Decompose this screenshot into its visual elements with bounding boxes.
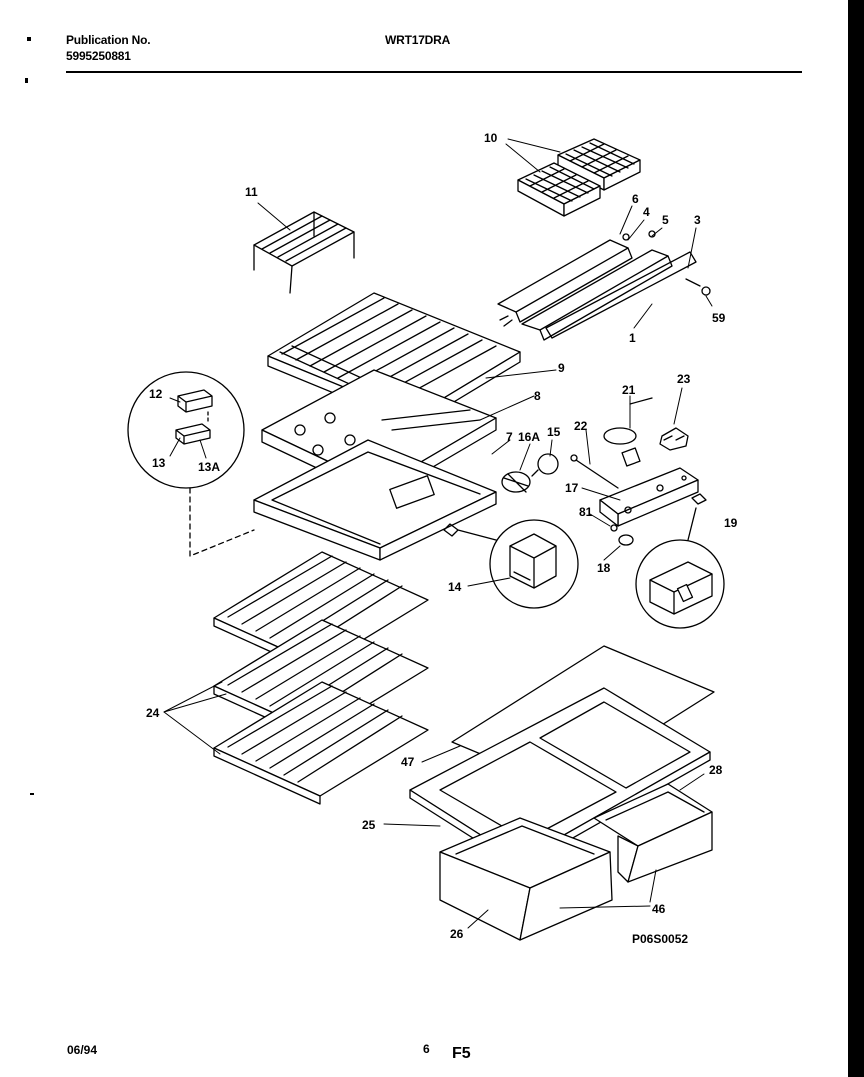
control-housing — [599, 467, 699, 527]
header-rule — [66, 71, 802, 73]
callout-21: 21 — [622, 383, 636, 397]
callout-22: 22 — [574, 419, 588, 433]
detail-circle-damper — [443, 519, 579, 609]
callout-8: 8 — [534, 389, 541, 403]
light-bulb — [531, 453, 559, 477]
crisper-drawer-right — [593, 783, 713, 883]
callout-13a: 13A — [198, 460, 220, 474]
callout-15: 15 — [547, 425, 561, 439]
callout-13: 13 — [152, 456, 166, 470]
shelf-rail-assembly — [497, 230, 711, 341]
callout-18: 18 — [597, 561, 611, 575]
callout-7: 7 — [506, 430, 513, 444]
scan-mark — [27, 37, 31, 41]
callout-24: 24 — [146, 706, 160, 720]
thermostat — [659, 427, 689, 451]
callout-1: 1 — [629, 331, 636, 345]
detail-circle-shelf-supports — [127, 371, 255, 557]
light-socket — [501, 471, 531, 493]
callout-6: 6 — [632, 192, 639, 206]
callout-16a: 16A — [518, 430, 540, 444]
callout-9: 9 — [558, 361, 565, 375]
switch-clip — [691, 493, 707, 505]
callout-26: 26 — [450, 927, 464, 941]
callout-17: 17 — [565, 481, 579, 495]
scan-mark — [25, 78, 28, 83]
callout-leaders — [163, 138, 713, 929]
model-number: WRT17DRA — [385, 33, 451, 47]
detail-circle-light-switch — [635, 507, 725, 629]
crisper-drawer-left — [439, 817, 613, 941]
footer-page-number: 6 — [423, 1042, 430, 1056]
callout-4: 4 — [643, 205, 650, 219]
page-frame-edge — [848, 0, 864, 1077]
wire-harness — [603, 397, 653, 467]
callout-12: 12 — [149, 387, 163, 401]
publication-number: 5995250881 — [66, 49, 131, 63]
callout-5: 5 — [662, 213, 669, 227]
callout-3: 3 — [694, 213, 701, 227]
callout-59: 59 — [712, 311, 726, 325]
screw-and-knob — [610, 524, 634, 546]
footer-date: 06/94 — [67, 1043, 98, 1057]
ice-tray-lower — [517, 162, 601, 217]
callout-labels: 10 11 6 4 5 3 59 1 9 8 12 13 13A 7 16A 1… — [146, 131, 738, 946]
cantilever-shelves — [213, 551, 429, 805]
wire-shelf-small — [253, 211, 355, 294]
drawing-code: P06S0052 — [632, 932, 688, 946]
scan-mark — [30, 793, 34, 795]
callout-23: 23 — [677, 372, 691, 386]
control-cover-pan — [253, 439, 497, 561]
callout-46: 46 — [652, 902, 666, 916]
callout-25: 25 — [362, 818, 376, 832]
publication-label: Publication No. — [66, 33, 151, 47]
footer-section-code: F5 — [452, 1045, 471, 1062]
callout-10: 10 — [484, 131, 498, 145]
callout-11: 11 — [245, 185, 258, 199]
callout-28: 28 — [709, 763, 723, 777]
capillary-tube — [570, 454, 619, 489]
callout-47: 47 — [401, 755, 415, 769]
callout-19: 19 — [724, 516, 738, 530]
ice-tray-upper — [557, 138, 641, 191]
callout-14: 14 — [448, 580, 462, 594]
callout-81: 81 — [579, 505, 593, 519]
